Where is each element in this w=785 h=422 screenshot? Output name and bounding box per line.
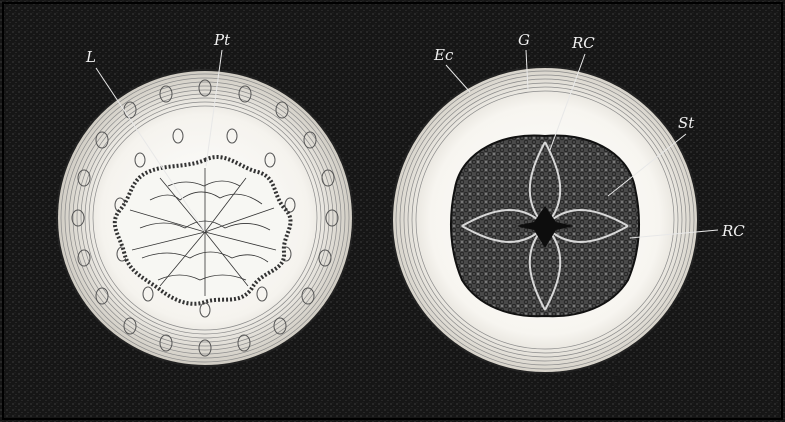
label-rc-right: RC: [721, 222, 745, 240]
label-st: St: [678, 114, 695, 132]
label-g: G: [518, 31, 530, 49]
specimen-b: [392, 67, 698, 373]
label-l: L: [85, 48, 96, 66]
label-pt: Pt: [213, 31, 231, 49]
label-rc-top: RC: [571, 34, 595, 52]
label-ec: Ec: [433, 46, 454, 64]
caption-a: A: [266, 369, 279, 387]
caption-b: B: [611, 372, 623, 390]
specimen-a: [57, 70, 353, 366]
